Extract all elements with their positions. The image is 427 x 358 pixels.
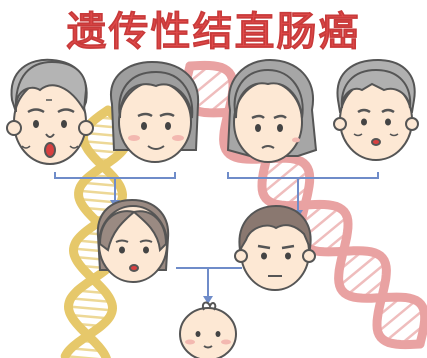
helix-rung <box>346 262 387 296</box>
helix-rung <box>70 297 112 304</box>
helix-rung <box>269 169 310 204</box>
grandfather-right-icon <box>333 58 419 161</box>
helix-rung <box>308 216 348 250</box>
helix-rung <box>193 77 233 111</box>
helix-rung <box>65 354 101 358</box>
helix-strand <box>60 105 128 358</box>
connector-maternal <box>227 172 379 212</box>
helix-rung <box>82 181 121 188</box>
grandmother-left-icon <box>110 60 200 163</box>
arrow-down-icon <box>203 296 213 304</box>
father-icon <box>234 204 316 291</box>
helix-strand <box>185 60 425 350</box>
helix-rung <box>384 308 425 343</box>
helix-rung <box>68 305 113 312</box>
connector-paternal <box>54 172 176 202</box>
grandfather-left-icon <box>6 58 94 165</box>
page-title: 遗传性结直肠癌 <box>66 8 361 56</box>
helix-rung <box>377 299 417 333</box>
connector-child <box>176 267 242 298</box>
grandmother-right-icon <box>226 58 318 163</box>
helix-rung <box>70 313 109 320</box>
baby-icon <box>179 301 237 358</box>
family-connectors <box>54 172 379 298</box>
mother-icon <box>96 198 170 283</box>
helix-rung <box>338 253 379 287</box>
